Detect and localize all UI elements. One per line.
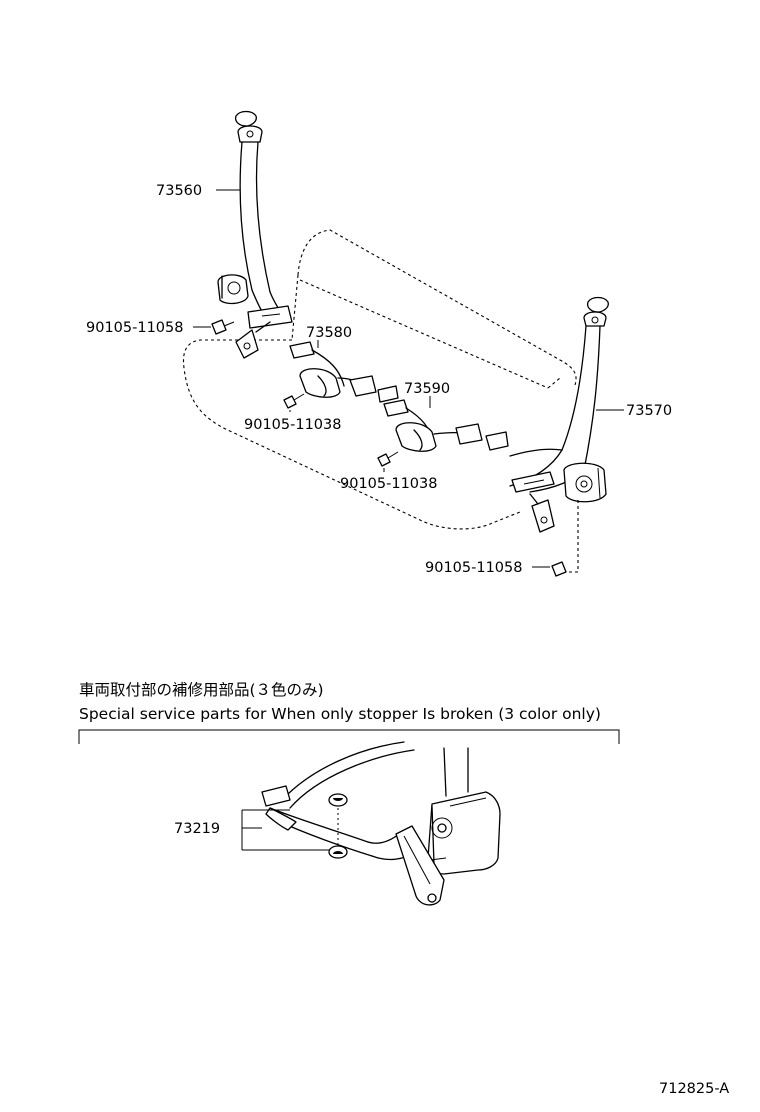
bolt-center-left[interactable]	[283, 393, 305, 409]
service-note-english: Special service parts for When only stop…	[79, 705, 601, 723]
rear-seat-outline	[182, 229, 577, 530]
label-bolt-center-left[interactable]: 90105-11038	[244, 417, 342, 433]
label-bolt-upper-left[interactable]: 90105-11058	[86, 320, 184, 336]
bolt-upper-left[interactable]	[211, 319, 235, 335]
leader-73219	[241, 809, 330, 851]
center-belt-73580[interactable]	[289, 341, 399, 403]
label-73580[interactable]: 73580	[306, 325, 352, 341]
service-note-bracket	[78, 729, 620, 744]
figure-id: 712825-A	[659, 1081, 729, 1097]
label-bolt-center-right[interactable]: 90105-11038	[340, 476, 438, 492]
outer-belt-right-73570[interactable]	[509, 296, 609, 533]
label-73570[interactable]: 73570	[626, 403, 672, 419]
center-belt-73590[interactable]	[383, 399, 509, 452]
bolt-lower-right[interactable]	[551, 561, 567, 577]
bolt-center-right[interactable]	[377, 451, 399, 467]
label-73219[interactable]: 73219	[174, 821, 220, 837]
leader-retractor-right-dashed	[556, 500, 579, 573]
label-bolt-lower-right[interactable]: 90105-11058	[425, 560, 523, 576]
stopper-detail-73219[interactable]	[261, 741, 501, 906]
service-note-japanese: 車両取付部の補修用部品(３色のみ)	[79, 681, 324, 699]
outer-belt-left-73560[interactable]	[217, 110, 293, 359]
label-73560[interactable]: 73560	[156, 183, 202, 199]
label-73590[interactable]: 73590	[404, 381, 450, 397]
